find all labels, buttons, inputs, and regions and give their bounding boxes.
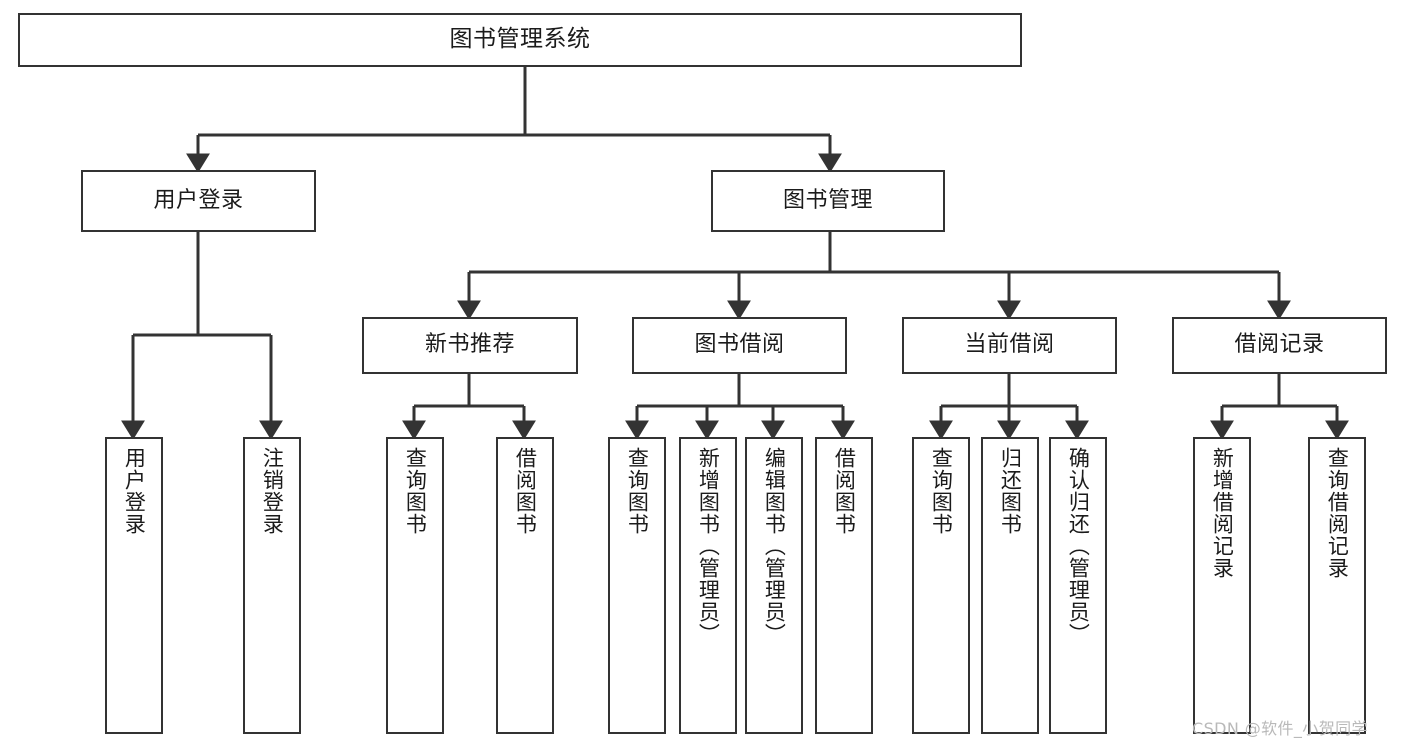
node-label: 用户登录 (122, 447, 147, 535)
watermark: CSDN @软件_小贺同学 (1192, 719, 1368, 738)
node-label: 查询图书 (403, 447, 428, 535)
node-book-borrow[interactable]: 图书借阅 (632, 317, 847, 374)
leaf-return-book[interactable]: 归还图书 (981, 437, 1039, 734)
leaf-borrow-book-2[interactable]: 借阅图书 (815, 437, 873, 734)
node-new-book-recommend[interactable]: 新书推荐 (362, 317, 578, 374)
node-label: 查询借阅记录 (1325, 447, 1350, 579)
node-label: 图书管理 (782, 187, 873, 213)
leaf-query-book-3[interactable]: 查询图书 (912, 437, 970, 734)
node-book-management-system[interactable]: 图书管理系统 (18, 13, 1022, 67)
node-label: 查询图书 (929, 447, 954, 535)
leaf-borrow-book-1[interactable]: 借阅图书 (496, 437, 554, 734)
node-current-borrow[interactable]: 当前借阅 (902, 317, 1117, 374)
leaf-add-book[interactable]: 新增图书（管理员） (679, 437, 737, 734)
leaf-confirm-return[interactable]: 确认归还（管理员） (1049, 437, 1107, 734)
leaf-add-record[interactable]: 新增借阅记录 (1193, 437, 1251, 734)
leaf-query-record[interactable]: 查询借阅记录 (1308, 437, 1366, 734)
node-label: 注销登录 (260, 447, 285, 535)
node-label: 编辑图书（管理员） (762, 447, 787, 645)
node-label: 新增图书（管理员） (696, 447, 721, 645)
node-borrow-record[interactable]: 借阅记录 (1172, 317, 1387, 374)
node-label: 图书借阅 (694, 332, 785, 358)
node-label: 借阅图书 (832, 447, 857, 535)
node-label: 借阅图书 (513, 447, 538, 535)
leaf-logout-login[interactable]: 注销登录 (243, 437, 301, 734)
leaf-edit-book[interactable]: 编辑图书（管理员） (745, 437, 803, 734)
node-label: 新书推荐 (424, 332, 515, 358)
node-user-login[interactable]: 用户登录 (81, 170, 316, 232)
leaf-query-book-2[interactable]: 查询图书 (608, 437, 666, 734)
node-label: 图书管理系统 (449, 26, 591, 53)
node-label: 查询图书 (625, 447, 650, 535)
node-label: 新增借阅记录 (1210, 447, 1235, 579)
leaf-query-book-1[interactable]: 查询图书 (386, 437, 444, 734)
node-book-management[interactable]: 图书管理 (711, 170, 945, 232)
node-label: 当前借阅 (964, 332, 1055, 358)
leaf-user-login[interactable]: 用户登录 (105, 437, 163, 734)
node-label: 用户登录 (153, 187, 244, 213)
node-label: 归还图书 (998, 447, 1023, 535)
node-label: 借阅记录 (1234, 332, 1325, 358)
node-label: 确认归还（管理员） (1066, 447, 1091, 645)
